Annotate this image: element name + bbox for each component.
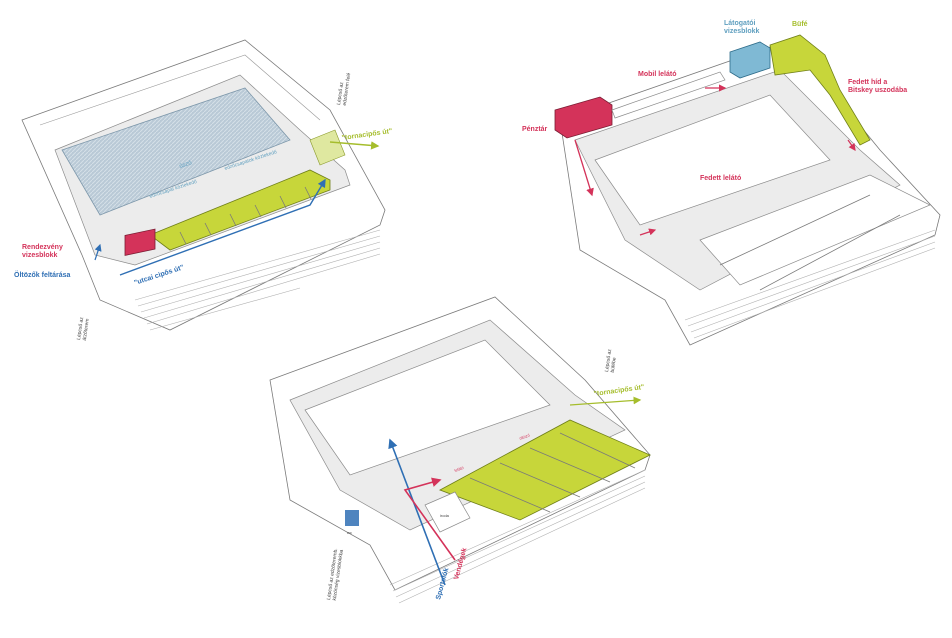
- athletes-arrow: [388, 438, 446, 586]
- changing-room-dividers: [179, 186, 312, 245]
- changing-access-arrow: [94, 243, 102, 261]
- label-line: Lépcső az: [336, 81, 345, 105]
- visitors-arrow: [403, 477, 456, 561]
- b-field: [304, 339, 551, 476]
- label-line: edzőterem felé: [342, 72, 353, 106]
- tornacipo-arrow-b: [569, 396, 642, 406]
- label-pool: úszó: [179, 160, 194, 170]
- b-changing-rooms: [439, 419, 651, 521]
- label-stair-bottom: Lépcső azátzőterem: [76, 316, 91, 341]
- tornacipo-arrow-tl: [329, 141, 380, 150]
- b-wc-small: [345, 510, 359, 526]
- stand-lines: [719, 194, 901, 291]
- label-line: átzőterem: [82, 318, 91, 341]
- diagram-bottom: "tornacipős út" Lépcső azbüfébe Lépcső a…: [269, 296, 651, 604]
- label-tornacipo-b: "tornacipős út": [593, 384, 644, 398]
- events-wc-block: [124, 228, 156, 256]
- label-stair-right: Lépcső azbüfébe: [604, 348, 619, 373]
- bridge-arrow: [847, 139, 856, 151]
- b-office: [424, 491, 471, 533]
- label-line: Lépcső az: [604, 348, 613, 372]
- label-line: vizesblokk: [22, 252, 58, 259]
- tl-inner-outline: [39, 54, 321, 126]
- label-b-wc: wc: [347, 530, 352, 535]
- label-visitors: Vendégek: [453, 547, 468, 580]
- tl-steps: [134, 229, 381, 331]
- label-b-changing: öltöző: [519, 432, 531, 441]
- covered-stand: [699, 174, 931, 286]
- ticket-office: [554, 96, 613, 139]
- label-ticket: Pénztár: [522, 126, 548, 133]
- label-athletes: Sportolók: [435, 567, 450, 600]
- label-line: vizesblokk: [724, 28, 760, 35]
- label-b-stand: lelátó: [454, 465, 465, 473]
- label-line: Bitskey uszodába: [848, 87, 907, 94]
- buffet-bridge: [769, 34, 871, 146]
- utca-route-arrow: [119, 178, 326, 276]
- stand-arrow: [639, 228, 657, 236]
- b-steps: [389, 469, 646, 604]
- label-line: Fedett híd a: [848, 79, 887, 86]
- label-line: Lépcső az: [76, 316, 85, 340]
- changing-rooms: [149, 169, 331, 251]
- ticket-arrow: [574, 139, 594, 197]
- label-changing-access: Öltözők feltárása: [14, 270, 71, 279]
- label-tornacipo-tl: "tornacipős út": [341, 128, 392, 142]
- tr-steps: [684, 229, 936, 339]
- b-changing-dividers: [469, 432, 636, 513]
- label-line: Látogatói: [724, 20, 756, 27]
- label-line: büfébe: [610, 357, 618, 373]
- label-buffet: Büfé: [792, 21, 808, 28]
- label-stair-top: Lépcső azedzőterem felé: [336, 71, 352, 106]
- tl-outline: [21, 39, 386, 331]
- tl-stair-area: [309, 129, 346, 166]
- label-mobile-stand: Mobil lelátó: [638, 71, 677, 78]
- label-line: Rendezvény: [22, 244, 63, 251]
- tr-field: [594, 94, 831, 226]
- label-covered-stand: Fedett lelátó: [700, 175, 741, 182]
- pool: [61, 87, 291, 216]
- label-b-office: iroda: [440, 513, 450, 518]
- label-stair-left: Lépcső az edzőteremb.közönség vizesblokk…: [326, 548, 345, 601]
- visitor-wc-block: [729, 41, 771, 79]
- mobile-stand: [611, 71, 726, 119]
